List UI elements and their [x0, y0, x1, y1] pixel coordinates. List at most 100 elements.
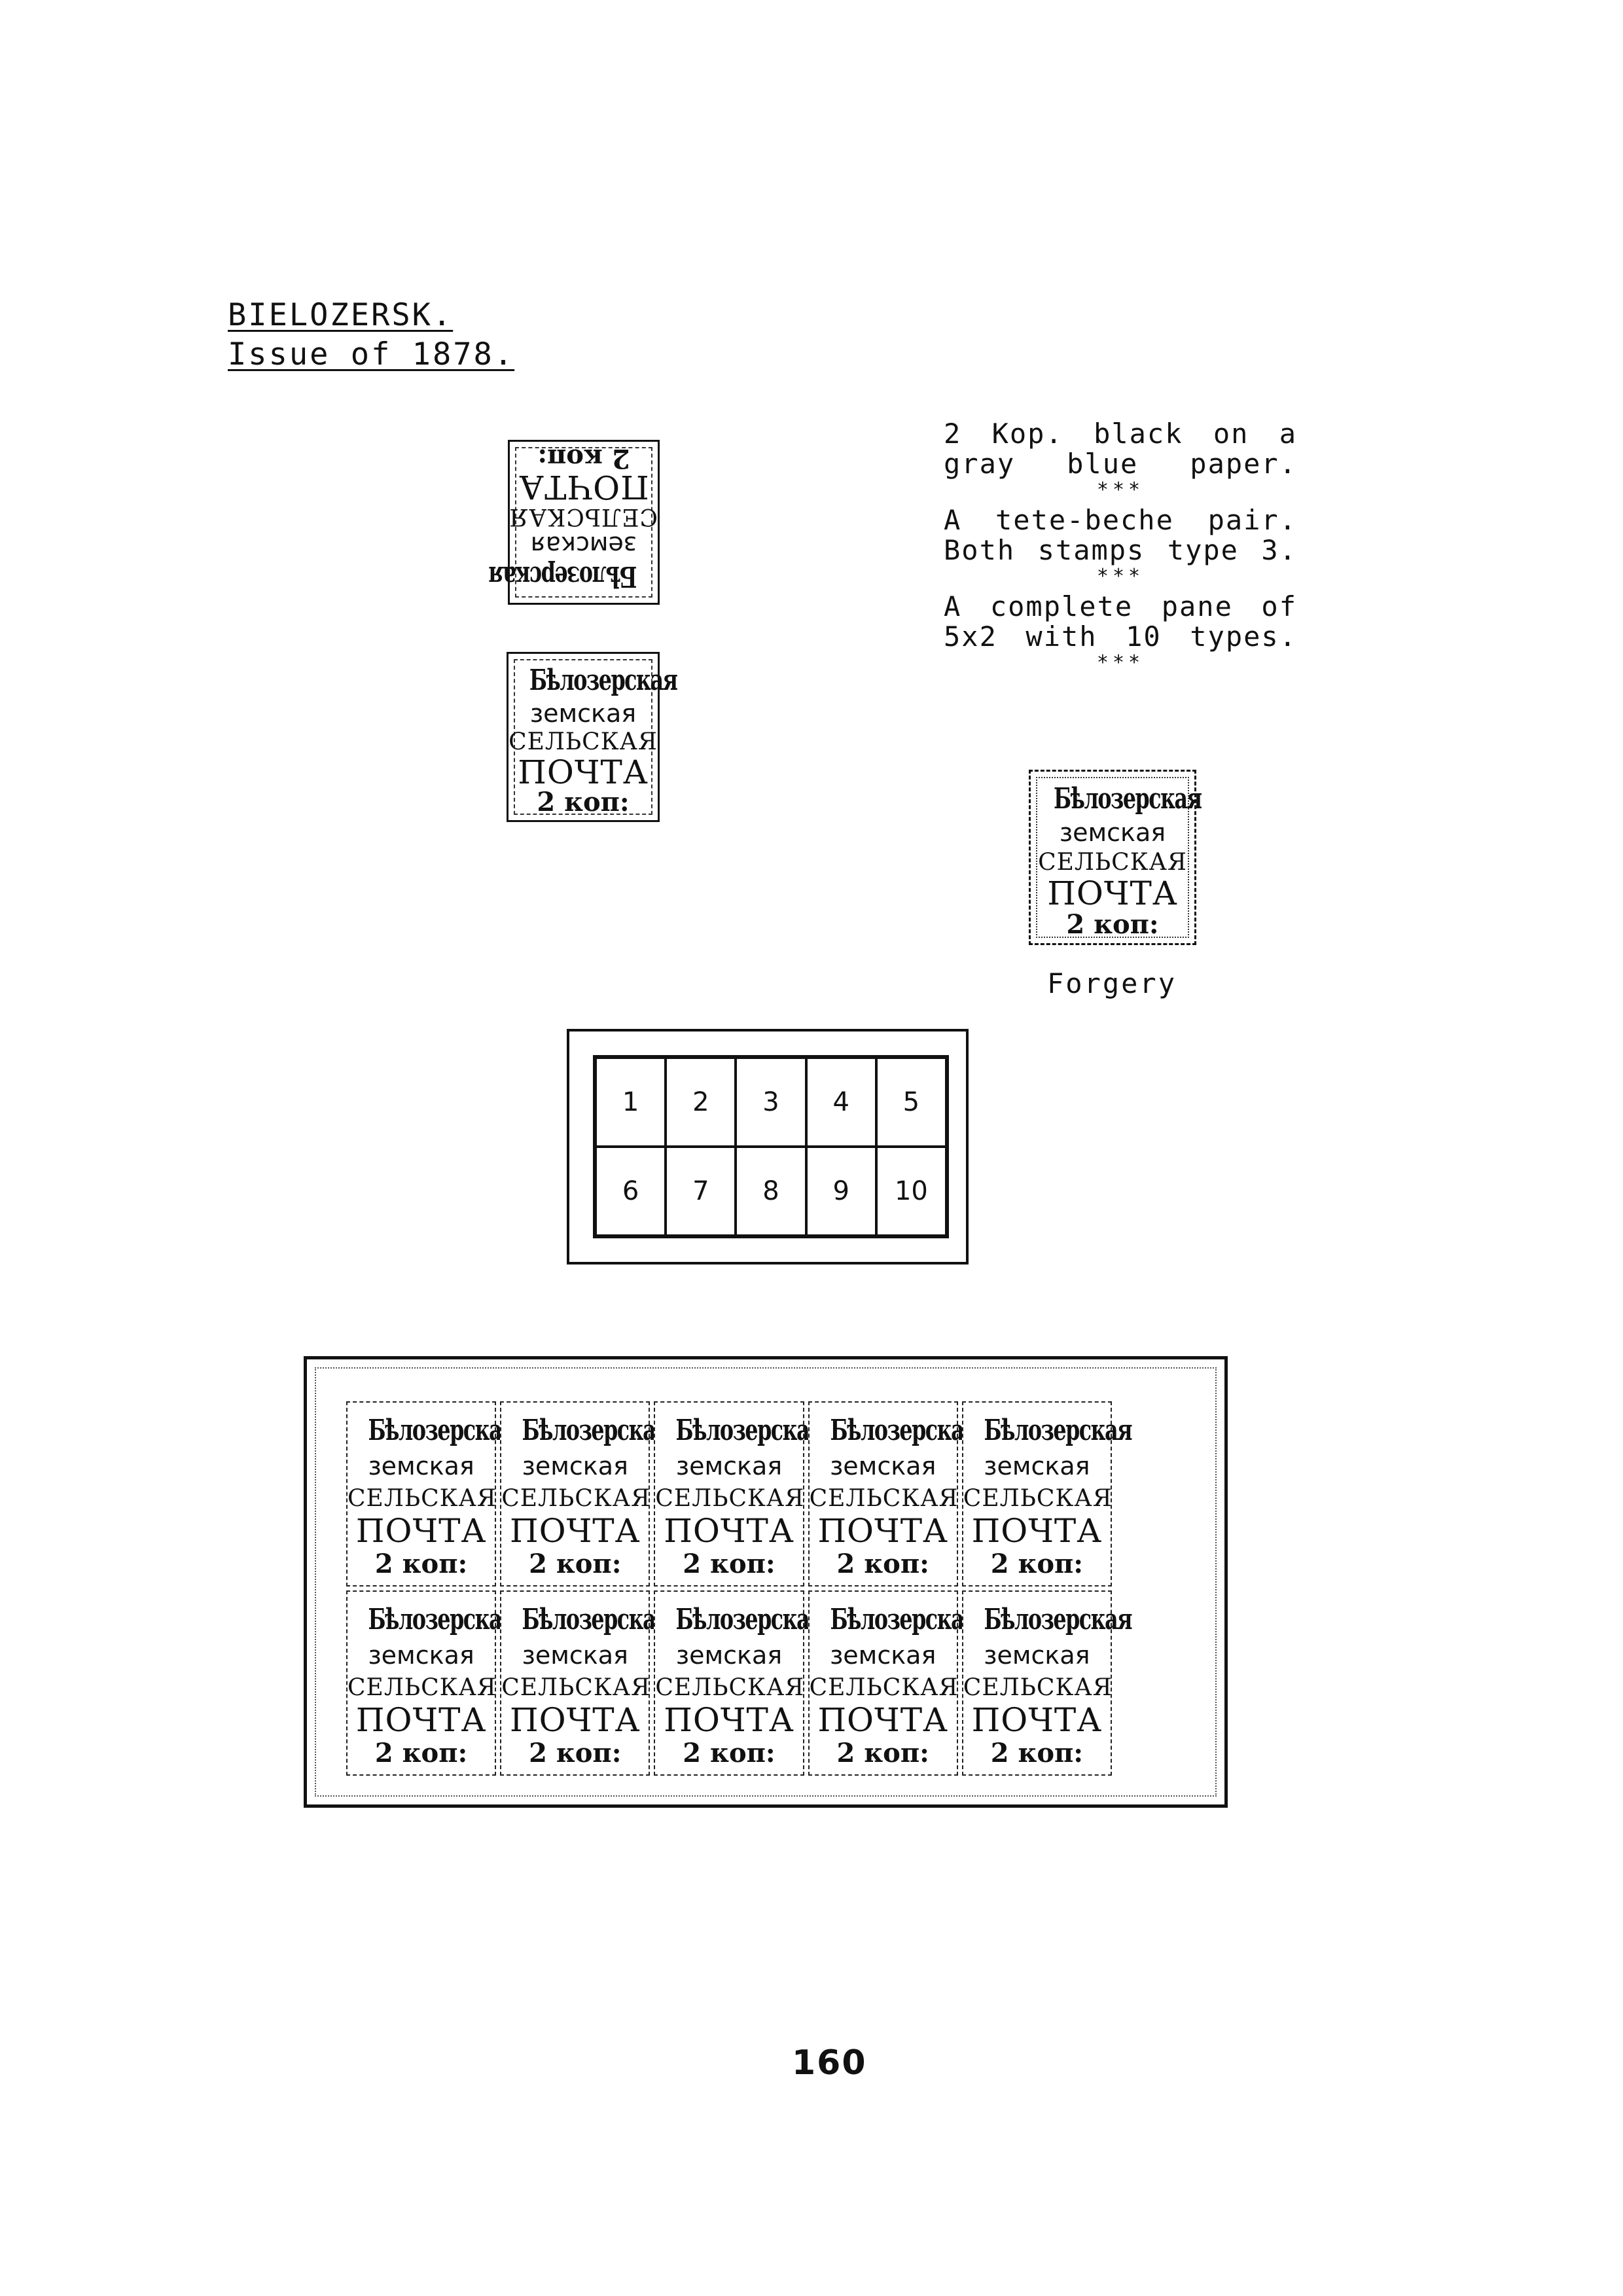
stamp-line: СЕЛЬСКАЯ [655, 1484, 805, 1512]
stamp-line: земская [530, 530, 637, 560]
stamp-line: земская [522, 1452, 628, 1481]
stamp-line: 2 коп: [529, 1549, 622, 1580]
stamp-line: СЕЛЬСКАЯ [501, 1484, 651, 1512]
stamp-line: Бѣлозерская [830, 1413, 978, 1447]
stamp-line: 2 коп: [836, 1549, 929, 1580]
grid-cell: 3 [736, 1058, 806, 1147]
stamp-line: 2 коп: [683, 1738, 776, 1769]
description-block: 2 Kop. black on a gray blue paper. *** A… [944, 419, 1297, 678]
stamp-line: земская [522, 1641, 628, 1670]
grid-cell: 1 [596, 1058, 666, 1147]
grid-cell: 7 [666, 1147, 736, 1236]
stamp-line: Бѣлозерская [522, 1413, 671, 1447]
stamp-upright: Бѣлозерская земская СЕЛЬСКАЯ ПОЧТА 2 коп… [507, 652, 678, 822]
stamp-line: ПОЧТА [971, 1701, 1103, 1740]
page-title: BIELOZERSK. [228, 297, 454, 333]
stamp-forgery: Бѣлозерская земская СЕЛЬСКАЯ ПОЧТА 2 коп… [1029, 770, 1202, 945]
stamp-line: 2 коп: [537, 787, 630, 818]
stamp-line: земская [830, 1641, 936, 1670]
stamp-line: ПОЧТА [971, 1512, 1103, 1551]
stamp-line: ПОЧТА [1047, 874, 1178, 913]
stamp-line: земская [984, 1452, 1090, 1481]
stamp-line: земская [675, 1641, 783, 1670]
stamp-line: Бѣлозерская [675, 1413, 825, 1447]
stamp-line: 2 коп: [529, 1738, 622, 1769]
stamp-line: Бѣлозерская [830, 1602, 978, 1636]
stamp-line: 2 коп: [836, 1738, 929, 1769]
description-paper: 2 Kop. black on a gray blue paper. [944, 418, 1297, 480]
stamp-line: ПОЧТА [664, 1512, 794, 1551]
stamp-line: Бѣлозерская [529, 664, 678, 698]
separator: *** [1096, 651, 1145, 674]
stamp-line: Бѣлозерская [1054, 781, 1202, 816]
page-header: BIELOZERSK. Issue of 1878. [228, 296, 514, 374]
description-pane: A complete pane of 5x2 with 10 types. [944, 590, 1297, 653]
stamp-line: 2 коп: [374, 1549, 468, 1580]
separator: *** [1096, 478, 1145, 501]
stamp-line: ПОЧТА [817, 1512, 948, 1551]
stamp-line: 2 коп: [537, 443, 630, 475]
stamp-line: ПОЧТА [664, 1701, 794, 1740]
stamp-line: ПОЧТА [510, 1512, 641, 1551]
stamp-line: Бѣлозерская [522, 1602, 671, 1636]
stamp-line: Бѣлозерская [984, 1413, 1132, 1447]
stamp-line: СЕЛЬСКАЯ [508, 503, 658, 531]
stamp-line: ПОЧТА [355, 1512, 487, 1551]
pane-layout-grid: 1 2 3 4 5 6 7 8 9 10 [593, 1055, 949, 1238]
forgery-label: Forgery [1047, 967, 1177, 999]
stamp-line: Бѣлозерская [489, 560, 637, 594]
stamp-line: СЕЛЬСКАЯ [348, 1484, 497, 1512]
page-subtitle: Issue of 1878. [228, 336, 515, 372]
grid-cell: 6 [596, 1147, 666, 1236]
grid-cell: 5 [876, 1058, 946, 1147]
stamp-line: земская [984, 1641, 1090, 1670]
grid-cell: 10 [876, 1147, 946, 1236]
stamp-line: земская [1059, 817, 1166, 847]
stamp-line: ПОЧТА [518, 753, 649, 792]
stamp-line: ПОЧТА [817, 1701, 948, 1740]
stamp-line: СЕЛЬСКАЯ [809, 1484, 959, 1512]
separator: *** [1096, 565, 1145, 588]
stamp-line: Бѣлозерская [368, 1602, 517, 1636]
stamp-line: СЕЛЬСКАЯ [501, 1674, 651, 1701]
stamp-line: 2 коп: [1066, 908, 1159, 940]
stamp-line: СЕЛЬСКАЯ [508, 728, 658, 756]
stamp-line: Бѣлозерская [675, 1602, 825, 1636]
grid-cell: 9 [806, 1147, 876, 1236]
stamp-line: 2 коп: [683, 1549, 776, 1580]
stamp-line: 2 коп: [990, 1738, 1084, 1769]
stamp-line: ПОЧТА [355, 1701, 487, 1740]
page-number: 160 [792, 2043, 867, 2083]
stamp-line: земская [368, 1641, 474, 1670]
stamp-line: Бѣлозерская [984, 1602, 1132, 1636]
stamp-line: Бѣлозерская [368, 1413, 517, 1447]
stamp-line: 2 коп: [374, 1738, 468, 1769]
stamp-line: СЕЛЬСКАЯ [963, 1484, 1113, 1512]
stamp-line: ПОЧТА [510, 1701, 641, 1740]
stamp-line: СЕЛЬСКАЯ [963, 1674, 1113, 1701]
grid-cell: 2 [666, 1058, 736, 1147]
stamp-line: земская [675, 1452, 783, 1481]
stamp-line: земская [830, 1452, 936, 1481]
stamp-line: СЕЛЬСКАЯ [655, 1674, 805, 1701]
description-tete-beche: A tete-beche pair. Both stamps type 3. [944, 504, 1297, 566]
stamp-inverted: Бѣлозерская земская СЕЛЬСКАЯ ПОЧТА 2 коп… [489, 440, 660, 605]
stamp-line: СЕЛЬСКАЯ [348, 1674, 497, 1701]
pane-layout-diagram: 1 2 3 4 5 6 7 8 9 10 [567, 1029, 969, 1265]
stamp-line: земская [529, 698, 637, 728]
stamp-line: СЕЛЬСКАЯ [1038, 848, 1187, 876]
stamp-line: 2 коп: [990, 1549, 1084, 1580]
grid-cell: 8 [736, 1147, 806, 1236]
stamp-line: земская [368, 1452, 474, 1481]
